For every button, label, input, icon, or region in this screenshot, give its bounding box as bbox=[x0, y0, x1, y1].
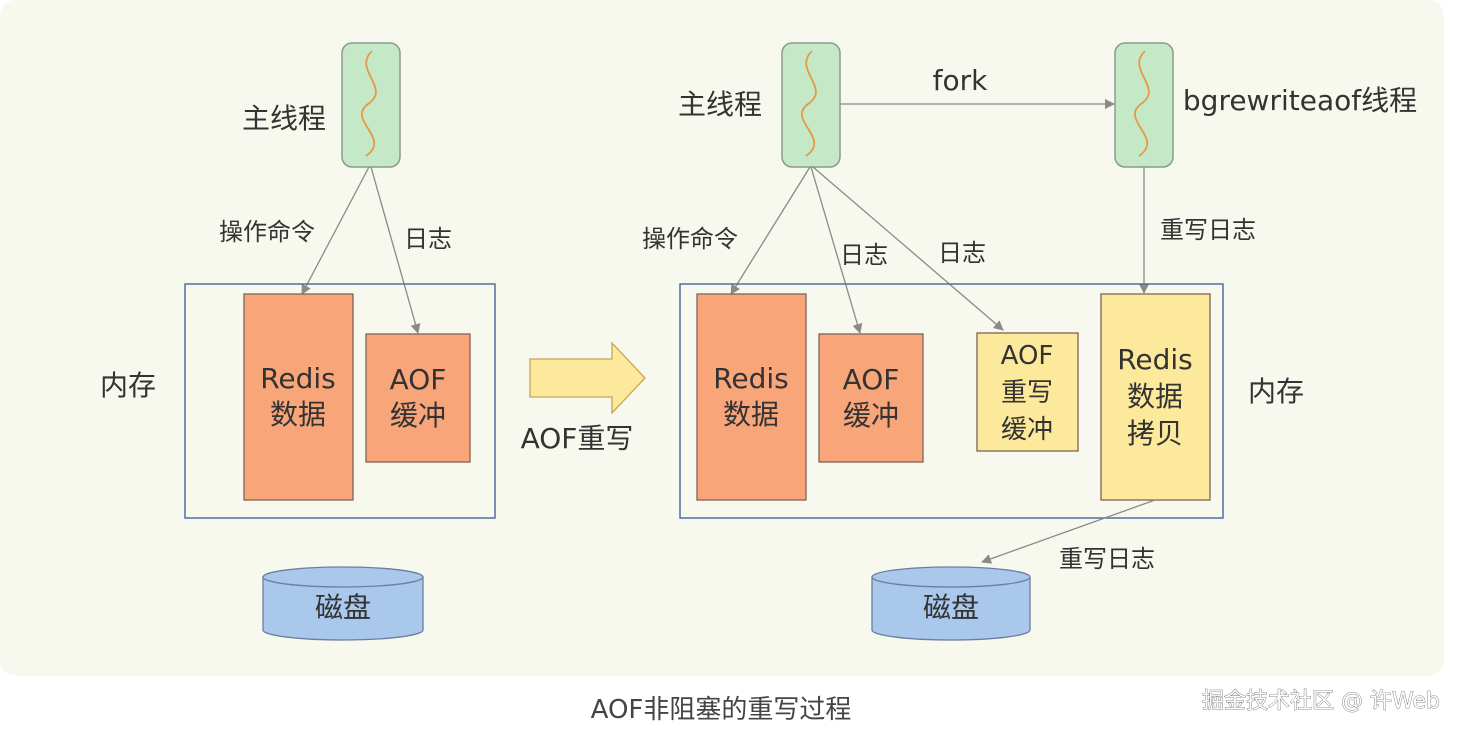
bgrewriteaof-thread-icon bbox=[1114, 42, 1174, 168]
right-aof-buffer-block bbox=[818, 333, 924, 463]
left-thread-squiggle bbox=[361, 50, 377, 157]
right-aof-buffer-line2: 缓冲 bbox=[843, 399, 899, 432]
redis-data-copy-line2: 数据 bbox=[1127, 380, 1183, 413]
left-op-command-label: 操作命令 bbox=[219, 218, 315, 246]
right-main-thread-icon bbox=[781, 42, 841, 168]
right-disk-label: 磁盘 bbox=[923, 591, 979, 624]
caption: AOF非阻塞的重写过程 bbox=[591, 695, 852, 725]
right-log-arrow-2 bbox=[812, 166, 1004, 331]
left-memory-box bbox=[184, 283, 496, 519]
right-op-command-arrow bbox=[730, 166, 811, 295]
aof-rewrite-buffer-block bbox=[976, 332, 1079, 452]
left-main-thread-label: 主线程 bbox=[242, 102, 326, 135]
left-aof-buffer-line2: 缓冲 bbox=[390, 399, 446, 432]
aof-rewrite-buffer-line2: 重写 bbox=[1001, 378, 1053, 408]
rewrite-to-disk-arrow bbox=[981, 499, 1156, 564]
left-log-label: 日志 bbox=[404, 225, 452, 253]
redis-data-copy-line1: Redis bbox=[1117, 343, 1193, 376]
rewrite-log-label-2: 重写日志 bbox=[1059, 545, 1155, 573]
right-main-thread-label: 主线程 bbox=[678, 88, 762, 121]
left-main-thread-icon bbox=[341, 42, 401, 168]
left-aof-buffer-line1: AOF bbox=[390, 363, 447, 396]
bgrewriteaof-thread-squiggle bbox=[1134, 50, 1150, 157]
left-disk-icon bbox=[262, 566, 424, 641]
left-redis-data-block bbox=[243, 293, 354, 501]
right-aof-buffer-line1: AOF bbox=[843, 363, 900, 396]
rewrite-log-label: 重写日志 bbox=[1160, 216, 1256, 244]
redis-data-copy-block bbox=[1100, 293, 1211, 501]
right-op-command-label: 操作命令 bbox=[642, 225, 738, 253]
right-log-arrow-1 bbox=[810, 166, 863, 334]
fork-label: fork bbox=[933, 64, 989, 97]
right-memory-box bbox=[679, 283, 1224, 519]
right-redis-data-block bbox=[696, 293, 807, 501]
aof-rewrite-buffer-line1: AOF bbox=[1001, 341, 1054, 371]
watermark: 掘金技术社区 @ 许Web bbox=[1202, 689, 1440, 714]
transition-arrow-icon bbox=[529, 341, 646, 415]
transition-label: AOF重写 bbox=[521, 422, 634, 455]
left-op-command-arrow bbox=[301, 166, 370, 295]
right-log-label-2: 日志 bbox=[938, 239, 986, 267]
left-memory-label: 内存 bbox=[100, 369, 156, 402]
right-main-thread-squiggle bbox=[801, 50, 817, 157]
left-log-arrow bbox=[370, 166, 421, 334]
bgrewriteaof-thread-label: bgrewriteaof线程 bbox=[1183, 84, 1417, 117]
left-redis-data-line1: Redis bbox=[260, 362, 336, 395]
right-redis-data-line2: 数据 bbox=[723, 398, 779, 431]
left-redis-data-line2: 数据 bbox=[270, 398, 326, 431]
redis-data-copy-line3: 拷贝 bbox=[1127, 417, 1183, 450]
left-aof-buffer-block bbox=[365, 333, 471, 463]
right-redis-data-line1: Redis bbox=[713, 362, 789, 395]
aof-rewrite-buffer-line3: 缓冲 bbox=[1001, 415, 1053, 445]
right-memory-label: 内存 bbox=[1248, 375, 1304, 408]
left-disk-label: 磁盘 bbox=[315, 591, 371, 624]
right-disk-icon bbox=[871, 566, 1031, 641]
right-log-label-1: 日志 bbox=[840, 241, 888, 269]
